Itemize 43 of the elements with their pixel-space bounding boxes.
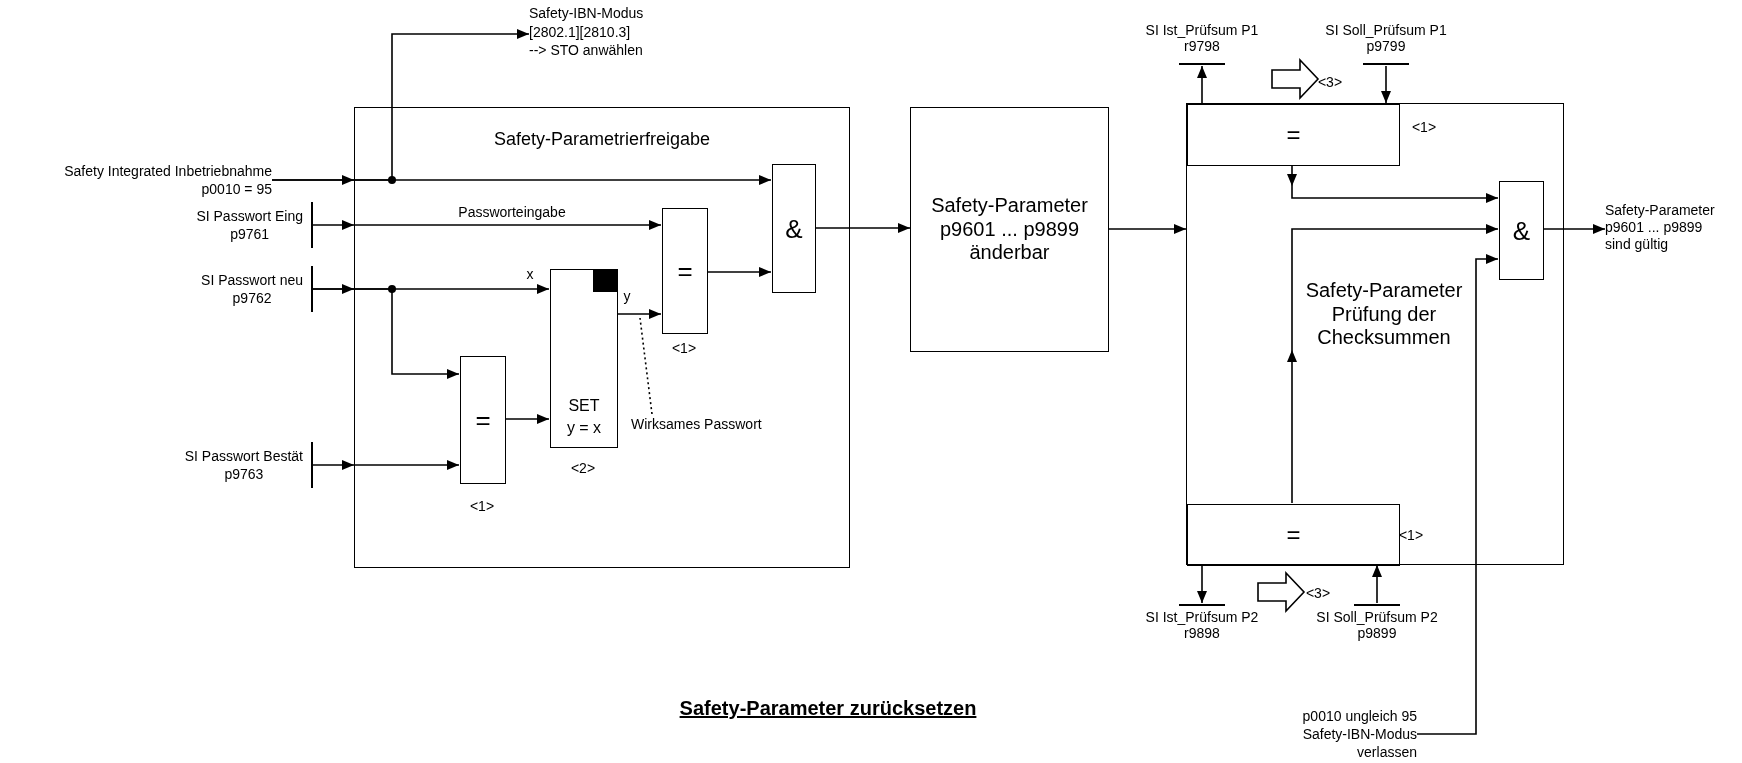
signal-label: p0010 ungleich 95 Safety-IBN-Modus verlassen <box>1262 707 1417 763</box>
output-label: Safety-Parameter p9601 ... p9899 sind gültig <box>1605 202 1740 256</box>
reference-label: <1> <box>1398 526 1424 544</box>
annotation-text: Wirksames Passwort <box>631 415 781 435</box>
equals-symbol: = <box>677 257 693 285</box>
equals-symbol: = <box>475 406 491 434</box>
and-gate <box>772 164 816 293</box>
signal-label: Safety-IBN-Modus [2802.1][2810.3] --> STO anwählen <box>529 4 679 62</box>
comparator-box <box>1187 504 1400 566</box>
comparator-box <box>460 356 506 484</box>
parameter-terminal: SI Ist_Prüfsum P2 r9898 <box>1127 603 1277 645</box>
pin-label: x <box>526 265 534 283</box>
edge-label: Passworteingabe <box>458 203 566 221</box>
set-block <box>550 269 618 448</box>
signal-label: Safety Integrated Inbetriebnahme p0010 = 95 <box>40 162 272 200</box>
and-symbol: & <box>1512 216 1531 245</box>
reference-label: <1> <box>1411 118 1437 136</box>
diagram-title: Safety-Parameter zurücksetzen <box>679 696 977 720</box>
function-block <box>354 107 850 568</box>
reference-label: <3> <box>1317 73 1343 91</box>
equals-symbol: = <box>1286 522 1301 548</box>
block-label: SET y = x <box>566 396 602 438</box>
pin-label: y <box>623 287 631 305</box>
block-title: Safety-Parameter Prüfung der Checksummen <box>1305 279 1463 350</box>
block-label: Safety-Parameter p9601 ... p9899 änderbar <box>931 194 1088 265</box>
parameter-input: SI Passwort Eing p9761 <box>150 202 313 248</box>
parameter-terminal: SI Soll_Prüfsum P2 p9899 <box>1302 603 1452 645</box>
equals-symbol: = <box>1286 122 1301 148</box>
block-title: Safety-Parametrierfreigabe <box>493 128 711 150</box>
reference-label: <1> <box>469 497 495 515</box>
parameter-terminal: SI Ist_Prüfsum P1 r9798 <box>1127 22 1277 66</box>
and-gate <box>1499 181 1544 280</box>
comparator-box <box>662 208 708 334</box>
parameter-terminal: SI Soll_Prüfsum P1 p9799 <box>1311 22 1461 66</box>
parameter-block <box>910 107 1109 352</box>
reference-label: <3> <box>1305 584 1331 602</box>
parameter-input: SI Passwort neu p9762 <box>150 266 313 312</box>
and-symbol: & <box>785 214 803 243</box>
reference-label: <1> <box>671 339 697 357</box>
parameter-input: SI Passwort Bestät p9763 <box>120 442 313 488</box>
function-block <box>1186 103 1564 565</box>
reference-label: <2> <box>570 459 596 477</box>
comparator-box <box>1187 104 1400 166</box>
